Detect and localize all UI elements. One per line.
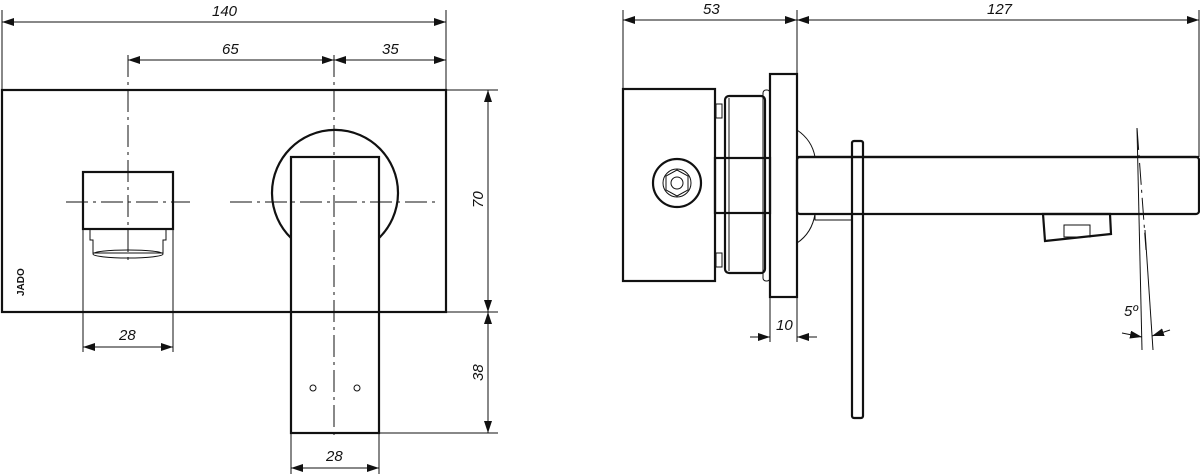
aerator-axis <box>1136 127 1147 251</box>
dim-70: 70 <box>470 191 487 208</box>
rosette-circle <box>270 128 400 239</box>
aerator <box>1041 212 1113 243</box>
wall-plate <box>0 88 448 314</box>
dim-5-deg: 5º <box>1124 303 1139 320</box>
dim-140: 140 <box>212 3 238 20</box>
handle-cartridge <box>89 230 167 254</box>
front-view: JADO 140 65 35 70 38 28 28 <box>0 3 498 474</box>
shaft <box>713 156 772 215</box>
lever <box>850 139 865 420</box>
dim-10: 10 <box>776 317 793 334</box>
hex-socket-icon <box>665 169 689 197</box>
brand-logo: JADO <box>16 268 27 296</box>
dim-127: 127 <box>987 1 1013 18</box>
spout-front <box>289 155 381 435</box>
dim-28-spout: 28 <box>325 448 343 465</box>
dim-53: 53 <box>703 1 720 18</box>
side-view: 53 127 10 5º <box>621 1 1200 420</box>
aerator-hole-right <box>353 384 361 392</box>
dim-38: 38 <box>470 364 487 381</box>
valve-port-outer <box>651 157 703 209</box>
dim-28-handle: 28 <box>118 327 136 344</box>
dim-65: 65 <box>222 41 239 58</box>
flange <box>768 72 799 299</box>
dim-35: 35 <box>382 41 399 58</box>
aerator-hole-left <box>309 384 317 392</box>
cartridge-cylinder <box>723 94 767 275</box>
